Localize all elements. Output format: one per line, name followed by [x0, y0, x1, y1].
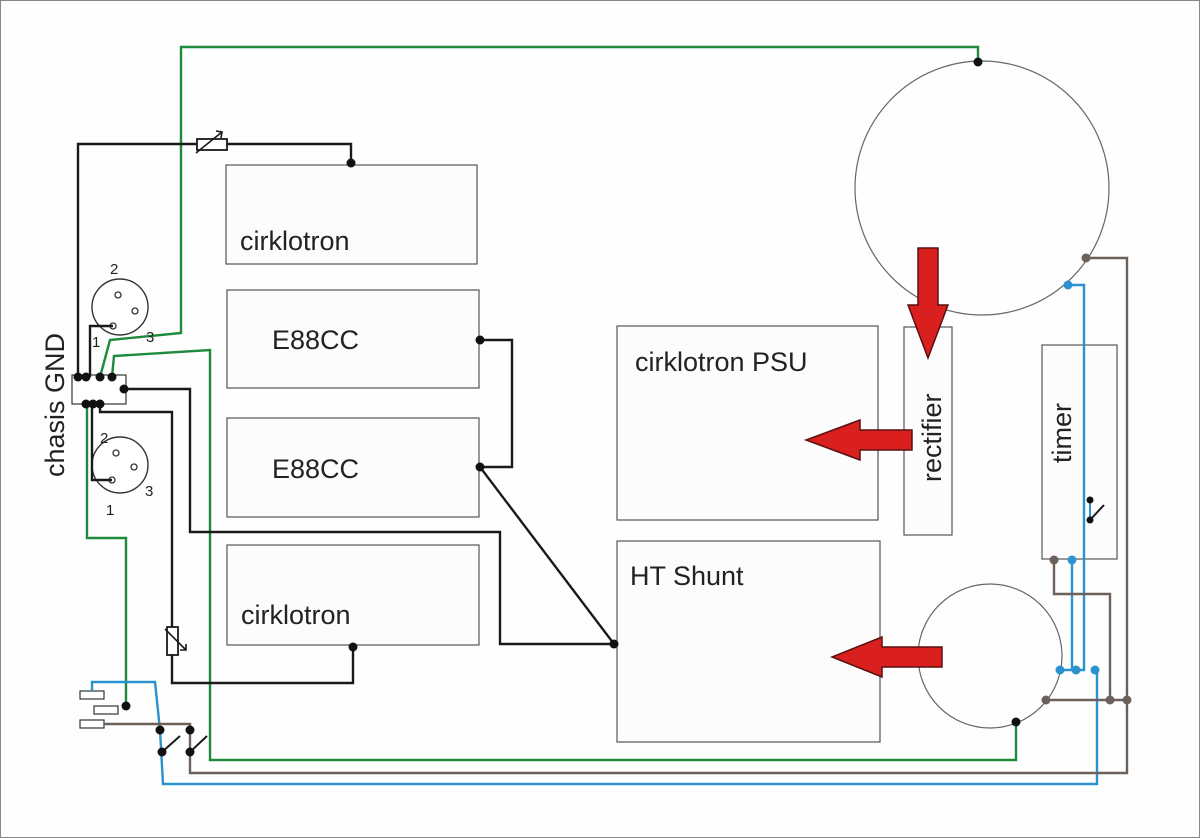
xlr-bottom-pin2: 2 [100, 430, 108, 447]
xlr-top-pin3: 3 [146, 329, 154, 346]
xlr-bottom-pin1: 1 [106, 502, 114, 519]
xlr-connector-top [91, 278, 149, 336]
label-cirklotron-top: cirklotron [240, 226, 350, 256]
wire-black-xlr-bottom [90, 404, 112, 482]
wire-gray-timer [1046, 560, 1112, 702]
xlr-bottom-pin3: 3 [145, 483, 153, 500]
wire-black-xlr-top [88, 324, 113, 377]
trimmer-pot-bottom [164, 626, 187, 656]
mains-inlet [79, 690, 119, 729]
xlr-top-pin1: 1 [92, 334, 100, 351]
label-e88cc-2: E88CC [272, 454, 359, 484]
timer-box [1041, 344, 1118, 560]
arrow-transformer-to-rectifier [906, 247, 950, 361]
e88cc-1-box [226, 289, 480, 389]
junction-dots-blue [1055, 280, 1100, 675]
wire-gray-mains [104, 256, 1129, 775]
label-rectifier: rectifier [917, 393, 947, 482]
wire-black-e88cc-link [480, 338, 514, 469]
label-ht-shunt: HT Shunt [630, 561, 744, 591]
junction-dots-gray [1041, 253, 1132, 705]
wire-black-to-shunt [124, 387, 614, 646]
cirklotron-bottom-box [226, 544, 480, 646]
wire-green-mains-earth [85, 404, 128, 706]
label-timer: timer [1047, 403, 1077, 463]
wire-green-main [110, 348, 1018, 762]
label-chassis-gnd: chasis GND [40, 333, 70, 477]
ht-shunt-box [616, 540, 881, 743]
mains-switch [161, 735, 208, 753]
psu-box [616, 325, 879, 521]
e88cc-2-box [226, 417, 480, 518]
arrow-rectifier-to-psu [803, 418, 913, 462]
wire-blue-mains [90, 670, 1099, 786]
wire-black-bottom-pot [98, 404, 355, 685]
xlr-top-pin2: 2 [110, 261, 118, 278]
junction-dots [73, 57, 1094, 757]
label-e88cc-1: E88CC [272, 325, 359, 355]
trimmer-pot-top [195, 130, 228, 154]
label-cirklotron-bottom: cirklotron [241, 600, 351, 630]
wire-black-diagonal [479, 466, 615, 645]
arrow-transformer-to-shunt [829, 635, 943, 679]
cirklotron-top-box [225, 164, 478, 265]
wire-green-top [98, 45, 980, 378]
power-transformer [854, 60, 1110, 316]
label-psu: cirklotron PSU [635, 347, 808, 377]
